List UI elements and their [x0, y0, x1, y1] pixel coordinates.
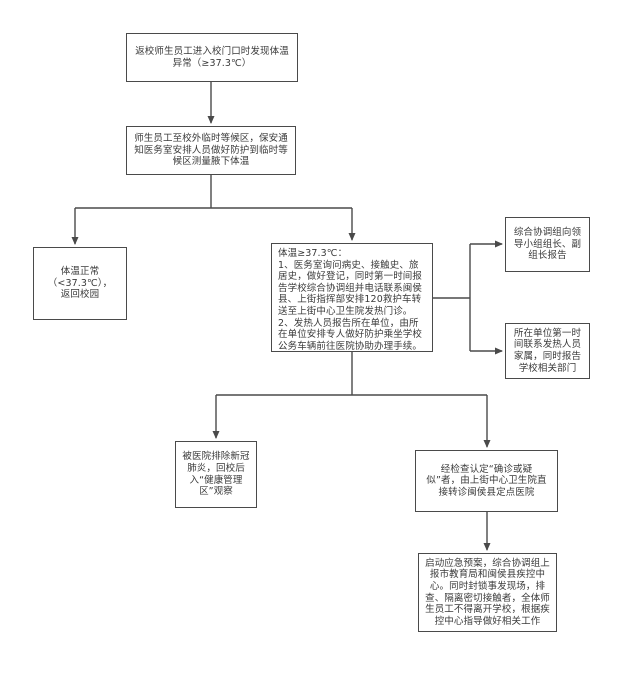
node-excluded-covid-label: 被医院排除新冠 肺炎，回校后 入“健康管理 区”观察	[182, 451, 250, 498]
node-fever-procedure-label: 体温≥37.3℃： 1、医务室询问病史、接触史、旅 居史，做好登记，同时第一时间…	[278, 248, 423, 352]
node-confirm-suspected-label: 经检查认定“确诊或疑 似”者，由上街中心卫生院直 接转诊闽侯县定点医院	[426, 463, 547, 498]
node-entry-gate: 返校师生员工进入校门口时发现体温 异常（≥37.3℃）	[126, 33, 298, 82]
node-emergency-plan-label: 启动应急预案，综合协调组上 报市教育局和闽侯县疾控中 心。同时封锁事发现场，排 …	[425, 557, 550, 627]
node-excluded-covid: 被医院排除新冠 肺炎，回校后 入“健康管理 区”观察	[175, 441, 257, 508]
node-report-leaders: 综合协调组向领 导小组组长、副 组长报告	[505, 217, 590, 272]
connector-fever-right-hub	[433, 244, 471, 351]
node-report-leaders-label: 综合协调组向领 导小组组长、副 组长报告	[513, 227, 582, 262]
node-entry-gate-label: 返校师生员工进入校门口时发现体温 异常（≥37.3℃）	[135, 45, 289, 69]
node-fever-procedure: 体温≥37.3℃： 1、医务室询问病史、接触史、旅 居史，做好登记，同时第一时间…	[271, 243, 433, 352]
node-notify-family-label: 所在单位第一时 间联系发热人员 家属，同时报告 学校相关部门	[513, 327, 582, 374]
node-waiting-area-label: 师生员工至校外临时等候区，保安通 知医务室安排人员做好防护到临时等 候区测量腋下…	[134, 133, 288, 168]
connector-fever-bottom-hub	[216, 352, 487, 396]
connector-waiting-branch-hub	[75, 175, 352, 209]
node-notify-family: 所在单位第一时 间联系发热人员 家属，同时报告 学校相关部门	[505, 323, 590, 379]
node-confirm-suspected: 经检查认定“确诊或疑 似”者，由上街中心卫生院直 接转诊闽侯县定点医院	[415, 450, 558, 512]
node-normal-temp-label: 体温正常 （<37.3℃）， 返回校园	[47, 266, 113, 301]
node-waiting-area: 师生员工至校外临时等候区，保安通 知医务室安排人员做好防护到临时等 候区测量腋下…	[126, 126, 296, 175]
node-emergency-plan: 启动应急预案，综合协调组上 报市教育局和闽侯县疾控中 心。同时封锁事发现场，排 …	[418, 553, 557, 632]
node-normal-temp: 体温正常 （<37.3℃）， 返回校园	[33, 247, 127, 320]
